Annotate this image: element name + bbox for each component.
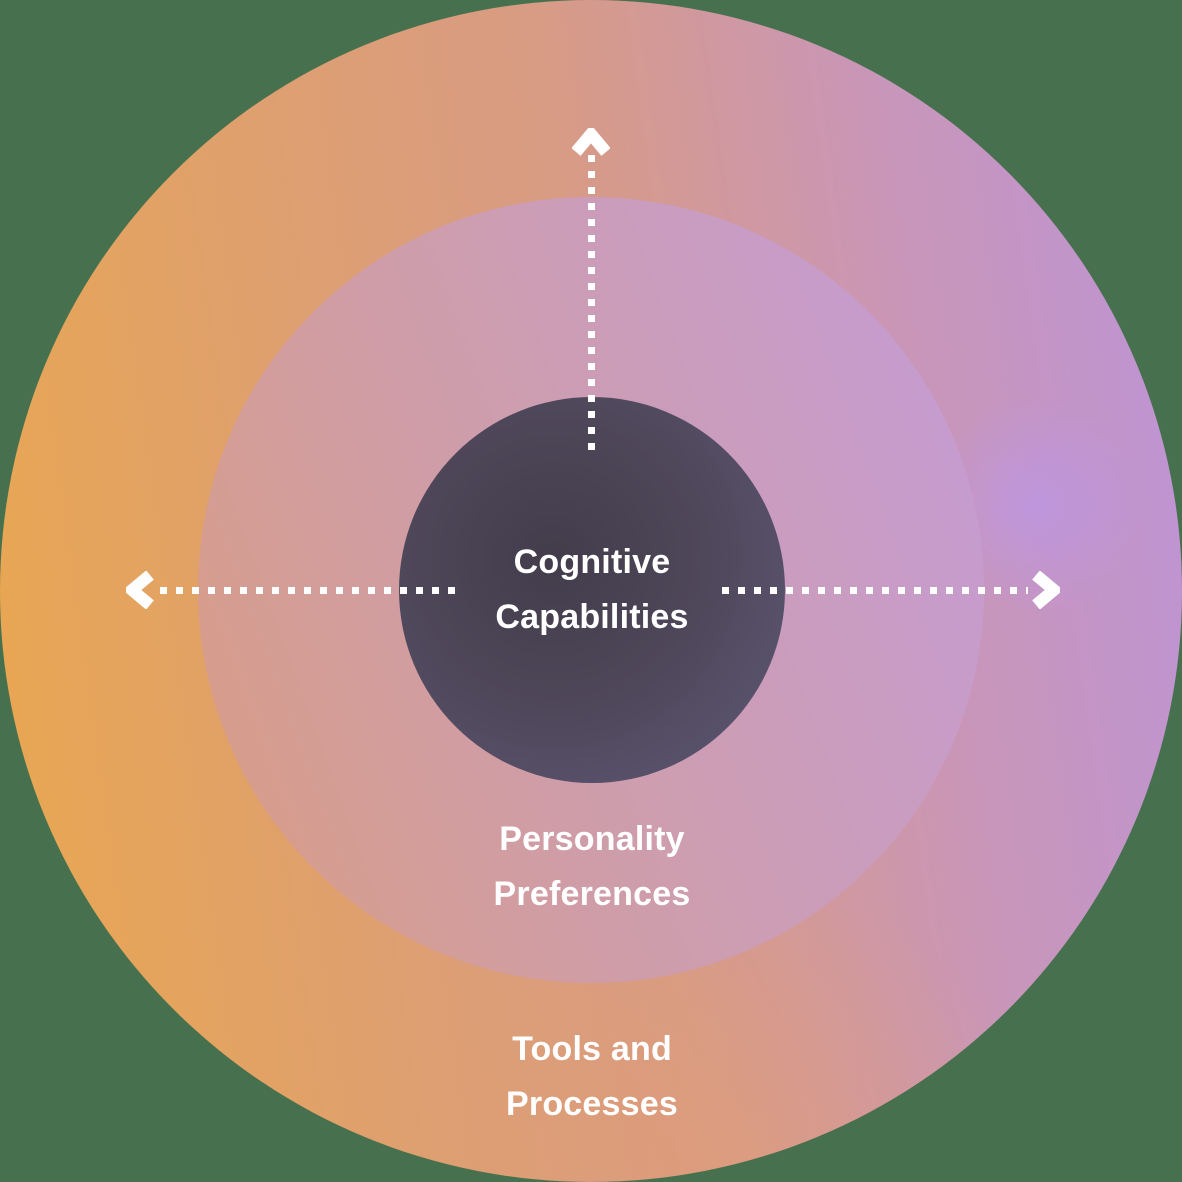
dotted-arrow-left-line (160, 587, 460, 594)
arrowhead-right-icon (1030, 570, 1064, 614)
inner-circle-label: Cognitive Capabilities (495, 543, 689, 636)
arrowhead-up-icon (571, 124, 611, 163)
middle-ring-label: Personality Preferences (493, 820, 691, 913)
outer-ring-label: Tools and Processes (506, 1030, 678, 1123)
dotted-arrow-up-line (588, 155, 595, 457)
inner-circle-cognitive-capabilities (399, 397, 785, 783)
arrowhead-left-icon (122, 570, 156, 614)
dotted-arrow-right-line (722, 587, 1028, 594)
